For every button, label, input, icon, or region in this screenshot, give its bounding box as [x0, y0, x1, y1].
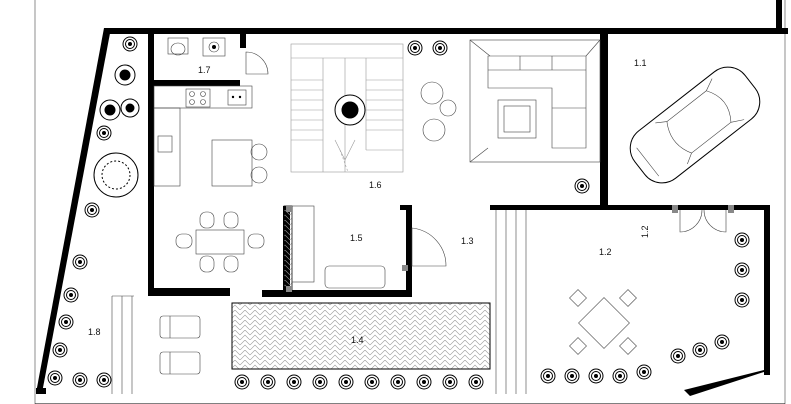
room-label-1.8: 1.8 — [88, 327, 101, 337]
patio-table-icon — [569, 289, 637, 355]
room-label-1.7: 1.7 — [198, 65, 211, 75]
site-boundary — [34, 0, 786, 404]
room-label-1.2: 1.2 — [599, 247, 612, 257]
room-label-1.4: 1.4 — [351, 335, 364, 345]
room-label-1.6: 1.6 — [369, 180, 382, 190]
tree-icon — [93, 64, 366, 198]
pool — [231, 302, 491, 370]
room-label-1.3: 1.3 — [461, 236, 474, 246]
stove-icon — [185, 88, 211, 108]
terrace-steps — [111, 210, 527, 394]
room-label-1.1: 1.1 — [634, 58, 647, 68]
kitchen — [153, 85, 268, 187]
terrace-door — [672, 205, 734, 233]
kitchen-island-icon — [211, 139, 268, 187]
sun-lounger-icon — [159, 315, 201, 375]
dining-table-icon — [175, 211, 265, 273]
sofa-icon — [420, 39, 601, 163]
car-icon — [629, 66, 761, 184]
room-label-1.2-vertical: 1.2 — [640, 225, 650, 238]
room-1.5 — [283, 205, 447, 292]
walls — [36, 0, 788, 396]
room-label-1.5: 1.5 — [350, 233, 363, 243]
wc-1.7 — [167, 37, 269, 75]
